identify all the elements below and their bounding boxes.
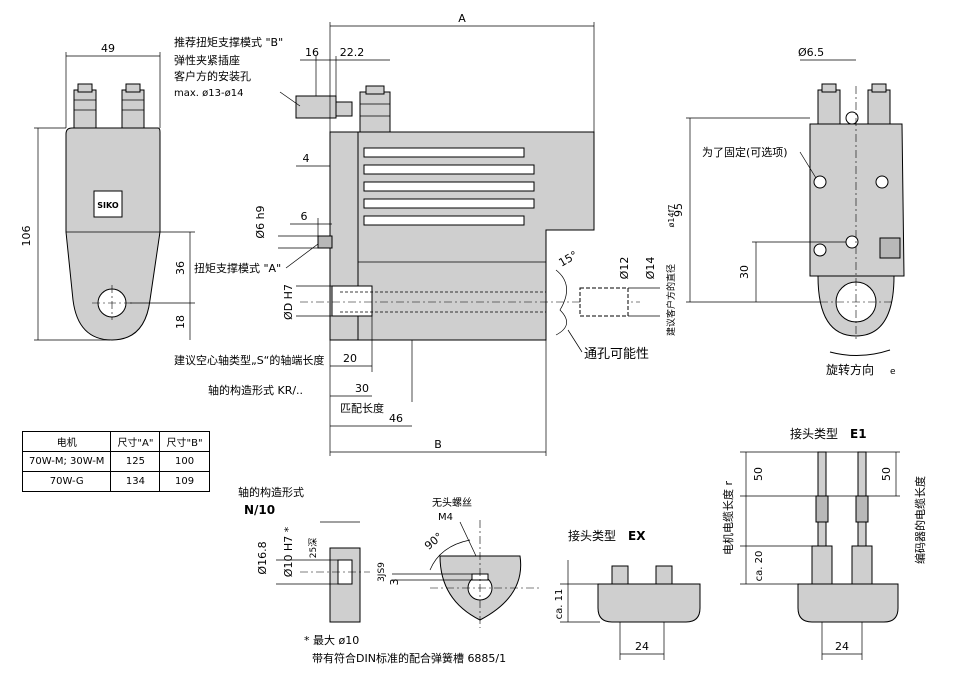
note-shaft-kr: 轴的构造形式 KR/.. (208, 383, 303, 397)
footnote-din: 带有符合DIN标准的配合弹簧槽 6885/1 (312, 651, 506, 665)
dim-49: 49 (101, 42, 115, 55)
dim-B: B (434, 438, 442, 451)
dim-3: 3 (388, 579, 401, 586)
connector-ex-code: EX (628, 529, 646, 543)
dim-12: Ø12 (618, 257, 631, 280)
right-view: Ø6.5 95 30 为了固定(可选项) 旋转方向 e (672, 46, 905, 377)
connector-e1-title: 接头类型 (790, 426, 838, 441)
note-torque-b-4: max. ø13-ø14 (174, 88, 243, 99)
front-view: SIKO 49 106 36 18 (20, 42, 195, 341)
note-hollow-shaft: 建议空心轴类型„S“的轴端长度 (174, 353, 324, 367)
table-cell: 70W-M; 30W-M (21, 451, 112, 472)
note-customer-diameter: 建议客户方的直径 (665, 264, 677, 336)
dim-ca-11: ca. 11 (554, 589, 565, 620)
note-set-screw: 无头螺丝 (432, 497, 472, 509)
table-row: 70W-G 134 109 (21, 471, 210, 492)
connector-e1-code: E1 (850, 427, 867, 441)
table-cell: 70W-G (21, 471, 112, 492)
dim-22-2: 22.2 (340, 46, 365, 59)
dim-6h9: Ø6 h9 (254, 205, 267, 238)
label-encoder-cable: 编码器的电缆长度 (913, 476, 927, 564)
dim-D: ØD H7 (282, 284, 295, 320)
motor-dimension-table: 电机 尺寸"A" 尺寸"B" 70W-M; 30W-M 125 100 70W-… (21, 431, 210, 492)
dim-15deg: 15° (557, 248, 580, 269)
dim-24-ex: 24 (635, 640, 649, 653)
siko-logo (93, 190, 123, 218)
connector-e1-view: 接头类型 E1 50 50 ca. 20 电机电缆长度 r 编码器的电缆长度 2… (721, 426, 927, 660)
dim-18: 18 (174, 315, 187, 329)
dim-30: 30 (355, 382, 369, 395)
note-through-hole: 通孔可能性 (584, 347, 649, 362)
connector-ex-view: 接头类型 EX ca. 11 24 (554, 528, 701, 660)
dim-16: 16 (305, 46, 319, 59)
dim-24-e1: 24 (835, 640, 849, 653)
footnote-max: * 最大 ø10 (304, 633, 359, 647)
dim-4: 4 (303, 152, 310, 165)
table-header-a: 尺寸"A" (110, 431, 161, 452)
dim-20: 20 (343, 352, 357, 365)
dim-js9: 3JS9 (377, 562, 387, 582)
note-rotation: 旋转方向 (826, 362, 874, 377)
table-header-row: 电机 尺寸"A" 尺寸"B" (21, 431, 210, 452)
dim-A: A (458, 12, 466, 25)
dim-ca-20: ca. 20 (754, 551, 765, 582)
dim-50-right: 50 (880, 467, 893, 481)
shaft-n10-title: 轴的构造形式 (238, 485, 304, 499)
note-rotation-e: e (890, 367, 896, 377)
dim-30-right: 30 (738, 265, 751, 279)
table-cell: 125 (110, 451, 161, 472)
note-match-length: 匹配长度 (340, 401, 384, 415)
dim-depth: 25深 (308, 538, 319, 558)
shaft-n10-code: N/10 (244, 503, 275, 517)
side-view: A 16 22.2 4 6 Ø6 h9 ØD H7 Ø12 Ø14 15° 建议… (174, 12, 677, 456)
dim-95: 95 (672, 203, 685, 217)
note-torque-b-1: 推荐扭矩支撑模式 "B" (174, 35, 283, 49)
note-fixing: 为了固定(可选项) (702, 145, 788, 159)
table-cell: 134 (110, 471, 161, 492)
label-motor-cable: 电机电缆长度 r (721, 481, 735, 555)
note-m4: M4 (438, 512, 453, 523)
dim-10: Ø10 H7 * (282, 526, 295, 577)
note-torque-b-2: 弹性夹紧插座 (174, 53, 240, 67)
dim-46: 46 (389, 412, 403, 425)
dim-106: 106 (20, 226, 33, 247)
note-customer-tolerance: ø14f7 (667, 205, 676, 228)
table-header-b: 尺寸"B" (159, 431, 210, 452)
dim-16-8: Ø16.8 (256, 541, 269, 574)
note-torque-b-3: 客户方的安装孔 (174, 69, 251, 83)
dim-50-left: 50 (752, 467, 765, 481)
connector-ex-title: 接头类型 (568, 528, 616, 543)
shaft-n10-view: 轴的构造形式 N/10 Ø16.8 Ø10 H7 * 25深 90° 无头螺丝 … (238, 485, 540, 665)
dim-14: Ø14 (644, 257, 657, 280)
table-cell: 109 (159, 471, 210, 492)
logo-text: SIKO (97, 201, 119, 210)
dim-36: 36 (174, 261, 187, 275)
table-cell: 100 (159, 451, 210, 472)
dim-90deg: 90° (422, 530, 445, 552)
dim-6: 6 (301, 210, 308, 223)
table-header-motor: 电机 (21, 431, 112, 452)
note-torque-a: 扭矩支撑模式 "A" (194, 261, 281, 275)
dim-6-5: Ø6.5 (798, 46, 824, 59)
table-row: 70W-M; 30W-M 125 100 (21, 451, 210, 472)
